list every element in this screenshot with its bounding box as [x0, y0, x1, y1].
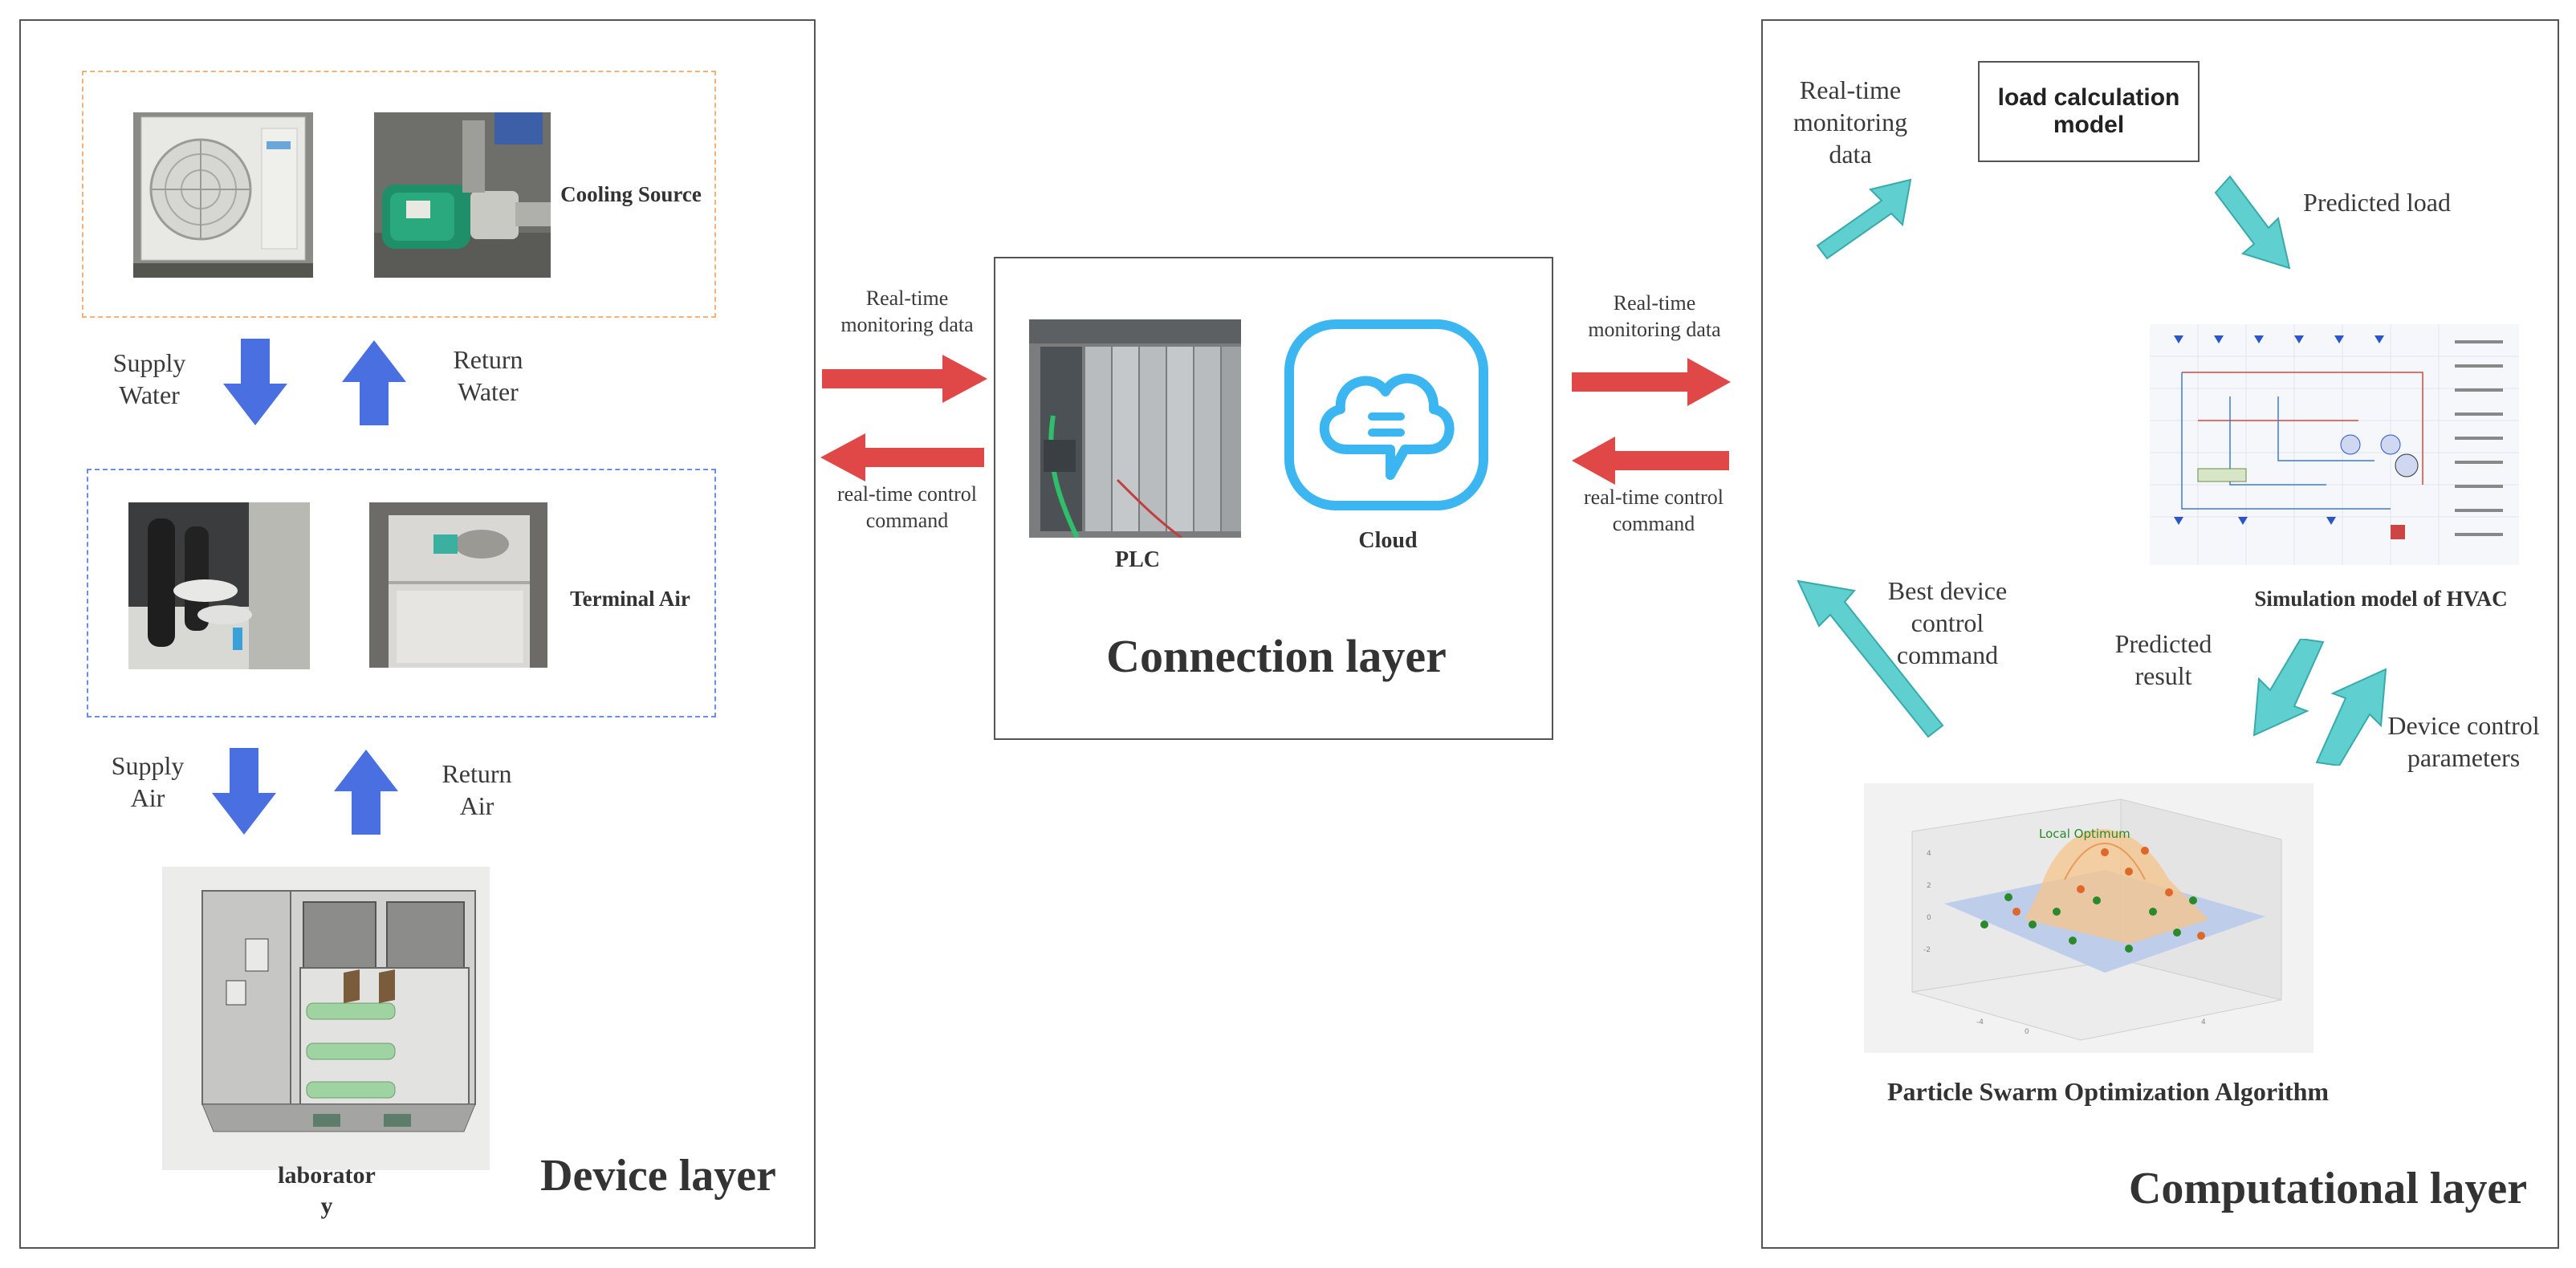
svg-text:4: 4 — [2201, 1018, 2206, 1026]
monitoring-data-right-arrow-2 — [1572, 356, 1732, 408]
return-water-up-arrow — [340, 339, 408, 427]
connection-layer-title: Connection layer — [1106, 630, 1447, 682]
teal-arrow-best-command — [1795, 578, 1944, 738]
computational-layer-title: Computational layer — [2128, 1164, 2528, 1213]
teal-arrow-to-pso — [2248, 639, 2328, 738]
device-layer-title: Device layer — [540, 1151, 776, 1201]
monitoring-data-right-arrow — [822, 353, 989, 404]
svg-text:0: 0 — [2025, 1028, 2029, 1036]
pso-surface-image: 4 2 0 -2 -4 0 4 — [1864, 783, 2314, 1053]
svg-text:-2: -2 — [1923, 946, 1931, 954]
cloud-icon — [1284, 319, 1488, 510]
laboratory-model-image — [162, 867, 490, 1170]
load-calculation-model-box: load calculation model — [1978, 61, 2200, 162]
return-water-label: Return Water — [453, 345, 523, 406]
air-duct-image — [128, 502, 310, 669]
pso-label: Particle Swarm Optimization Algorithm — [1886, 1077, 2330, 1106]
water-pump-image — [374, 112, 551, 278]
right-lower-arrow-label: real-time control command — [1584, 486, 1723, 535]
svg-text:2: 2 — [1927, 882, 1931, 890]
left-upper-arrow-label: Real-time monitoring data — [840, 287, 974, 336]
terminal-unit-image — [369, 502, 547, 668]
return-air-up-arrow — [332, 748, 400, 836]
control-command-left-arrow — [819, 432, 986, 483]
teal-arrow-to-hvac-params — [2312, 666, 2392, 766]
supply-air-down-arrow — [210, 748, 278, 836]
left-lower-arrow-label: real-time control command — [837, 482, 977, 532]
monitoring-data-label: Real-time monitoring data — [1793, 75, 1908, 169]
terminal-air-label: Terminal Air — [570, 587, 690, 611]
predicted-result-label: Predicted result — [2114, 629, 2212, 690]
plc-label: PLC — [1115, 547, 1160, 572]
outdoor-unit-image — [133, 112, 313, 278]
supply-water-down-arrow — [222, 339, 289, 427]
hvac-model-label: Simulation model of HVAC — [2254, 587, 2508, 611]
best-command-label: Best device control command — [1887, 576, 2008, 669]
device-control-params-label: Device control parameters — [2387, 711, 2540, 772]
local-optimum-label: Local Optimum — [2039, 827, 2130, 841]
predicted-load-label: Predicted load — [2303, 188, 2451, 217]
hvac-simulation-image — [2150, 324, 2519, 565]
svg-text:0: 0 — [1927, 914, 1931, 922]
cooling-source-group — [82, 71, 716, 318]
teal-arrow-to-hvac — [2212, 175, 2293, 271]
control-command-left-arrow-2 — [1570, 435, 1731, 486]
teal-arrow-to-load-model — [1816, 177, 1912, 262]
load-calculation-model-label: load calculation model — [1997, 83, 2180, 139]
supply-air-label: Supply Air — [111, 751, 185, 812]
return-air-label: Return Air — [442, 759, 512, 820]
laboratory-label: laborator y — [278, 1162, 376, 1219]
svg-text:4: 4 — [1927, 850, 1931, 858]
terminal-air-group — [87, 469, 716, 717]
plc-image — [1029, 319, 1241, 538]
cloud-label: Cloud — [1358, 528, 1418, 553]
svg-text:-4: -4 — [1976, 1018, 1984, 1026]
right-upper-arrow-label: Real-time monitoring data — [1588, 291, 1721, 341]
supply-water-label: Supply Water — [112, 348, 186, 409]
cooling-source-label: Cooling Source — [560, 182, 702, 206]
